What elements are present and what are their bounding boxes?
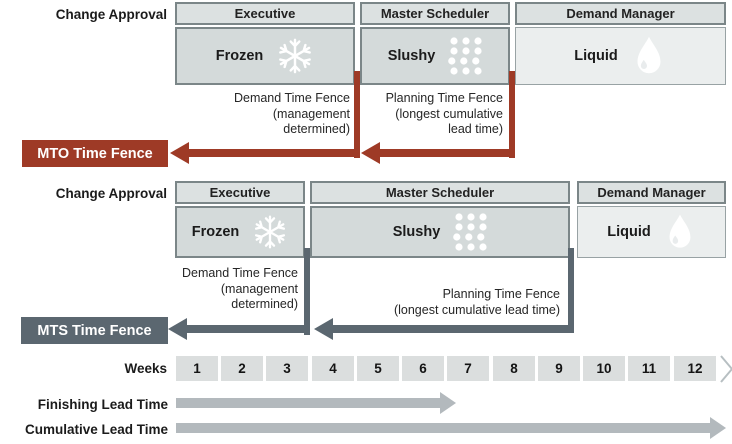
mts-demand-arrow-shaft bbox=[186, 325, 310, 333]
role-label: Executive bbox=[209, 185, 271, 200]
mts-time-fence-badge: MTS Time Fence bbox=[21, 317, 168, 344]
finishing-lead-time-label: Finishing Lead Time bbox=[37, 397, 168, 412]
zone-label: Slushy bbox=[387, 48, 436, 64]
mto-demand-fence-text: Demand Time Fence (management determined… bbox=[233, 91, 350, 136]
week-cell: 10 bbox=[583, 356, 625, 381]
week-cell: 2 bbox=[221, 356, 263, 381]
mts-header-master-scheduler: Master Scheduler bbox=[310, 181, 570, 204]
mts-planning-fence-line bbox=[568, 248, 574, 332]
role-label: Executive bbox=[234, 6, 296, 21]
finishing-lead-time-arrow bbox=[176, 398, 440, 408]
mto-demand-arrow-shaft bbox=[188, 149, 356, 157]
mts-planning-fence-text: Planning Time Fence (longest cumulative … bbox=[393, 287, 560, 317]
mts-zone-frozen: Frozen bbox=[175, 206, 305, 258]
finishing-lead-arrowhead-icon bbox=[440, 392, 456, 414]
week-cell: 9 bbox=[538, 356, 580, 381]
snowflake-icon bbox=[252, 214, 288, 250]
mto-zone-frozen: Frozen bbox=[175, 27, 355, 85]
mts-planning-arrowhead-icon bbox=[314, 318, 333, 340]
week-cell: 5 bbox=[357, 356, 399, 381]
change-approval-label-mto: Change Approval bbox=[55, 7, 167, 22]
week-cell: 11 bbox=[628, 356, 670, 381]
snowflake-icon bbox=[276, 37, 314, 75]
week-cell: 3 bbox=[266, 356, 308, 381]
mto-planning-arrow-shaft bbox=[379, 149, 511, 157]
zone-label: Frozen bbox=[191, 224, 240, 240]
mts-header-demand-manager: Demand Manager bbox=[577, 181, 726, 204]
mto-planning-fence-text: Planning Time Fence (longest cumulative … bbox=[385, 91, 503, 136]
role-label: Master Scheduler bbox=[385, 185, 495, 200]
mto-demand-fence-line bbox=[354, 71, 360, 158]
mto-header-demand-manager: Demand Manager bbox=[515, 2, 726, 25]
mts-zone-slushy: Slushy bbox=[310, 206, 570, 258]
mto-planning-fence-line bbox=[509, 71, 515, 158]
zone-label: Frozen bbox=[215, 48, 264, 64]
mto-zone-slushy: Slushy bbox=[360, 27, 510, 85]
role-label: Demand Manager bbox=[597, 185, 706, 200]
mto-header-executive: Executive bbox=[175, 2, 355, 25]
change-approval-label-mts: Change Approval bbox=[55, 186, 167, 201]
mto-header-master-scheduler: Master Scheduler bbox=[360, 2, 510, 25]
mts-demand-fence-text: Demand Time Fence (management determined… bbox=[181, 266, 298, 311]
week-cell: 6 bbox=[402, 356, 444, 381]
week-cell: 4 bbox=[312, 356, 354, 381]
slush-dots-icon bbox=[453, 213, 487, 251]
mts-planning-arrow-shaft bbox=[332, 325, 574, 333]
mto-zone-liquid: Liquid bbox=[515, 27, 726, 85]
droplet-icon bbox=[669, 214, 691, 248]
mto-demand-arrowhead-icon bbox=[170, 142, 189, 164]
role-label: Demand Manager bbox=[566, 6, 675, 21]
role-label: Master Scheduler bbox=[380, 6, 490, 21]
mto-planning-arrowhead-icon bbox=[361, 142, 380, 164]
slush-dots-icon bbox=[448, 37, 482, 75]
mts-demand-arrowhead-icon bbox=[168, 318, 187, 340]
zone-label: Slushy bbox=[392, 224, 441, 240]
cumulative-lead-time-arrow bbox=[176, 423, 710, 433]
mts-demand-fence-line bbox=[304, 248, 310, 335]
weeks-label: Weeks bbox=[124, 361, 167, 376]
week-cell: 1 bbox=[176, 356, 218, 381]
zone-label: Liquid bbox=[574, 48, 618, 64]
mts-zone-liquid: Liquid bbox=[577, 206, 726, 258]
cumulative-lead-time-label: Cumulative Lead Time bbox=[24, 422, 168, 437]
mto-time-fence-badge: MTO Time Fence bbox=[22, 140, 168, 167]
week-cell: 12 bbox=[674, 356, 716, 381]
droplet-icon bbox=[637, 36, 661, 74]
week-cell: 7 bbox=[447, 356, 489, 381]
mts-header-executive: Executive bbox=[175, 181, 305, 204]
chevron-right-icon bbox=[720, 355, 732, 383]
cumulative-lead-arrowhead-icon bbox=[710, 417, 726, 439]
zone-label: Liquid bbox=[607, 224, 651, 240]
week-cell: 8 bbox=[493, 356, 535, 381]
